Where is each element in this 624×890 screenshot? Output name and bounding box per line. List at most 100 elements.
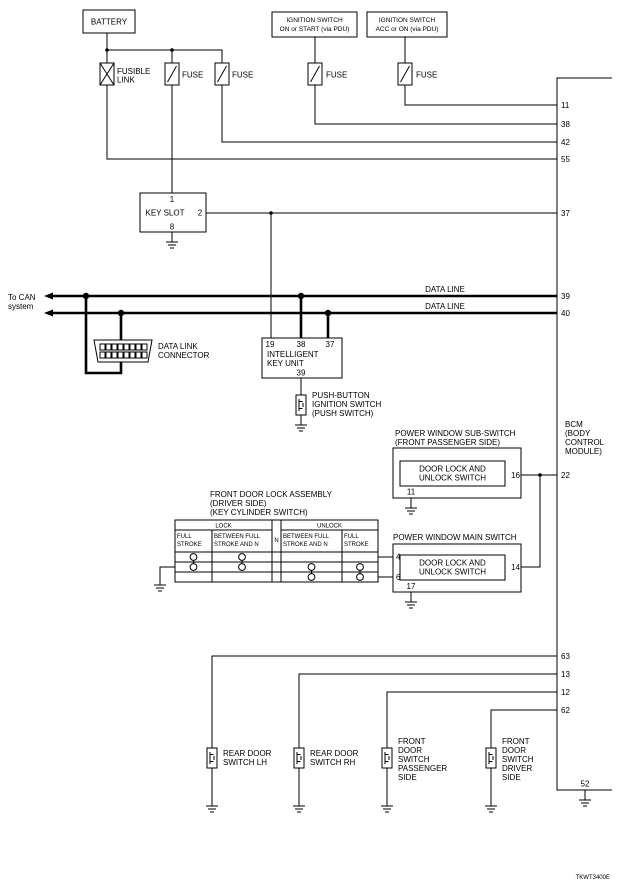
push-switch-icon <box>295 394 307 416</box>
arrow-left-icon <box>44 309 53 317</box>
ground-symbol <box>484 805 498 813</box>
bcm-label: (BODY <box>565 429 591 438</box>
wire-ign-acc-on-to-bcm-11 <box>404 37 557 106</box>
table-column-header: FULL <box>344 534 359 540</box>
pw-sub-switch-inner-label: UNLOCK SWITCH <box>419 474 486 483</box>
bcm-pin: 63 <box>561 652 570 661</box>
wire-bcm-62-to-front-door-driver <box>490 709 557 806</box>
rear-door-switch-lh-label: SWITCH LH <box>223 758 267 767</box>
bcm-pin: 39 <box>561 292 570 301</box>
ground-symbol <box>404 507 418 515</box>
bcm-pin: 55 <box>561 155 570 164</box>
front-door-switch-passenger-label: SWITCH <box>398 755 430 764</box>
iku-pin: 38 <box>297 340 306 349</box>
fusible-link-label: FUSIBLE <box>117 67 150 76</box>
wire-can-to-dlc <box>84 296 123 375</box>
door-lock-assembly-title: FRONT DOOR LOCK ASSEMBLY <box>210 490 333 499</box>
table-group-lock: LOCK <box>215 524 231 530</box>
front-door-switch-driver-label: FRONT <box>502 737 530 746</box>
push-switch-label: PUSH-BUTTON <box>312 391 370 400</box>
figure-code: TKWT3400E <box>576 875 610 881</box>
wire-bcm-13-to-rear-door-rh <box>298 673 557 806</box>
door-lock-assembly-title: (DRIVER SIDE) <box>210 499 267 508</box>
bcm-pin: 38 <box>561 120 570 129</box>
ignition-switch-on-start-label: IGNITION SWITCH <box>286 17 343 24</box>
pw-main-switch-pin: 4 <box>396 553 401 562</box>
pw-sub-switch-inner-box <box>399 460 506 487</box>
fuse-symbol <box>397 62 413 86</box>
door-switch-icon <box>293 747 305 769</box>
ground-symbol <box>294 424 308 432</box>
bcm-pin: 12 <box>561 688 570 697</box>
pw-main-switch-pin: 14 <box>511 563 520 572</box>
ground-symbol <box>165 241 179 249</box>
table-column-header: FULL <box>177 534 192 540</box>
fuse-symbol <box>164 62 180 86</box>
fuse-symbol <box>214 62 230 86</box>
push-switch-label: IGNITION SWITCH <box>312 400 382 409</box>
fusible-link-symbol <box>99 62 115 86</box>
front-door-switch-passenger-label: SIDE <box>398 773 417 782</box>
wire-ign-on-start-to-bcm-38 <box>314 37 557 125</box>
wire-battery-bus <box>106 33 223 63</box>
door-switch-icon <box>485 747 497 769</box>
front-door-switch-driver-label: DRIVER <box>502 764 532 773</box>
junction-dot <box>105 48 109 52</box>
front-door-switch-driver-label: SWITCH <box>502 755 534 764</box>
arrow-left-icon <box>44 292 53 300</box>
bcm-label: MODULE) <box>565 447 602 456</box>
pw-sub-switch-title: POWER WINDOW SUB-SWITCH <box>395 429 516 438</box>
data-line-label: DATA LINE <box>425 302 465 311</box>
to-can-label: To CAN <box>8 293 36 302</box>
bcm-label: CONTROL <box>565 438 605 447</box>
bcm-pin: 42 <box>561 138 570 147</box>
pw-sub-switch-inner-label: DOOR LOCK AND <box>419 465 486 474</box>
table-column-header: STROKE AND N <box>283 542 328 548</box>
ignition-switch-on-start-label: ON or START (via PDU) <box>280 26 350 33</box>
pw-main-switch-box <box>392 543 522 593</box>
iku-box <box>261 337 343 379</box>
pw-main-switch-pin: 6 <box>396 573 401 582</box>
front-door-switch-passenger-label: FRONT <box>398 737 426 746</box>
door-switch-icon <box>206 747 218 769</box>
fuse-label: FUSE <box>182 71 203 80</box>
bcm-pin: 11 <box>561 101 570 110</box>
continuity-circle <box>356 563 364 571</box>
ignition-switch-on-start-box <box>271 11 358 38</box>
junction-dot <box>538 473 542 477</box>
wire-bcm-12-to-front-door-passenger <box>386 691 557 806</box>
key-slot-label: KEY SLOT <box>146 209 185 218</box>
iku-pin: 39 <box>297 369 306 378</box>
continuity-circle <box>238 563 246 571</box>
dlc-label: DATA LINK <box>158 342 198 351</box>
pw-main-switch-inner-label: DOOR LOCK AND <box>419 559 486 568</box>
pw-main-switch-inner-box <box>399 554 506 581</box>
table-column-header: STROKE AND N <box>214 542 259 548</box>
junction-dot <box>170 48 174 52</box>
pw-main-switch-inner-label: UNLOCK SWITCH <box>419 568 486 577</box>
continuity-circle <box>189 553 198 561</box>
wire-fuse-to-bcm-42 <box>221 85 557 143</box>
table-column-header: STROKE <box>177 542 202 548</box>
bcm-pin: 22 <box>561 471 570 480</box>
pw-sub-switch-box <box>392 447 522 499</box>
iku-label: KEY UNIT <box>267 359 304 368</box>
ignition-switch-acc-on-box <box>366 11 448 38</box>
bcm-pin: 13 <box>561 670 570 679</box>
continuity-circle <box>238 553 246 561</box>
wire-pw-switches-to-bcm-22 <box>521 474 557 568</box>
wire-bcm-63-to-rear-door-lh <box>211 655 557 806</box>
pw-sub-switch-pin: 11 <box>407 488 416 497</box>
door-switch-icon <box>381 747 393 769</box>
key-slot-pin: 2 <box>198 209 203 218</box>
door-lock-switch-table <box>174 519 379 583</box>
bcm-label: BCM <box>565 420 583 429</box>
table-column-header: BETWEEN FULL <box>214 534 261 540</box>
door-lock-assembly-title: (KEY CYLINDER SWITCH) <box>210 508 308 517</box>
data-line-label: DATA LINE <box>425 285 465 294</box>
iku-label: INTELLIGENT <box>267 350 319 359</box>
fuse-label: FUSE <box>326 71 347 80</box>
table-column-header: BETWEEN FULL <box>283 534 330 540</box>
front-door-switch-driver-label: SIDE <box>502 773 521 782</box>
